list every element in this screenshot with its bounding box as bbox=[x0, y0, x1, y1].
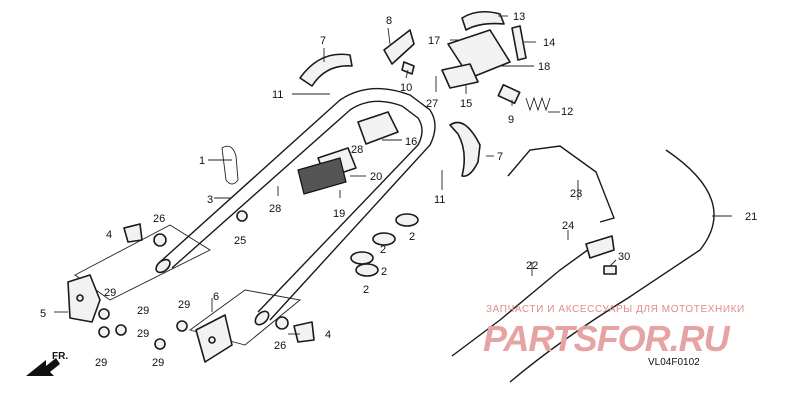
washers bbox=[350, 213, 419, 277]
switch-assembly bbox=[441, 10, 527, 89]
cable-clip bbox=[585, 235, 615, 259]
clamp-lower bbox=[297, 157, 347, 195]
watermark-text: ЗАПЧАСТИ И АКСЕССУАРЫ ДЛЯ МОТОТЕХНИКИ bbox=[486, 304, 745, 315]
callout-29: 29 bbox=[178, 299, 190, 311]
control-rod bbox=[507, 145, 615, 223]
callout-10: 10 bbox=[400, 82, 412, 94]
callout-29: 29 bbox=[137, 328, 149, 340]
callout-18: 18 bbox=[538, 61, 550, 73]
callout-16: 16 bbox=[405, 136, 417, 148]
throttle-cable bbox=[509, 149, 715, 383]
callout-11: 11 bbox=[272, 89, 283, 101]
callout-25: 25 bbox=[234, 235, 246, 247]
leader-lines bbox=[54, 15, 732, 335]
lever-block bbox=[383, 29, 415, 65]
callout-2: 2 bbox=[409, 231, 415, 243]
brand-watermark: PARTSFOR.RU bbox=[483, 318, 730, 359]
callout-12: 12 bbox=[561, 106, 573, 118]
pin bbox=[221, 145, 239, 185]
callout-2: 2 bbox=[381, 266, 387, 278]
front-direction-label: FR. bbox=[52, 351, 69, 362]
brake-cable bbox=[451, 243, 597, 357]
lower-handle-left bbox=[67, 224, 211, 323]
callout-29: 29 bbox=[104, 287, 116, 299]
callout-8: 8 bbox=[386, 15, 392, 27]
callout-29: 29 bbox=[95, 357, 107, 369]
upper-handle bbox=[155, 87, 436, 326]
callout-15: 15 bbox=[460, 98, 472, 110]
callout-22: 22 bbox=[526, 260, 538, 272]
callout-6: 6 bbox=[213, 291, 219, 303]
callout-19: 19 bbox=[333, 208, 345, 220]
callout-14: 14 bbox=[543, 37, 555, 49]
spring bbox=[497, 83, 551, 112]
callout-7: 7 bbox=[497, 151, 503, 163]
callout-27: 27 bbox=[426, 98, 438, 110]
callout-5: 5 bbox=[40, 308, 46, 320]
bolt-30 bbox=[603, 265, 617, 275]
cable-guide bbox=[357, 111, 399, 145]
nuts bbox=[98, 210, 289, 350]
callout-23: 23 bbox=[570, 188, 582, 200]
grip-left bbox=[299, 53, 353, 87]
callout-24: 24 bbox=[562, 220, 574, 232]
callout-3: 3 bbox=[207, 194, 213, 206]
callout-21: 21 bbox=[745, 211, 757, 223]
callout-7: 7 bbox=[320, 35, 326, 47]
callout-4: 4 bbox=[325, 329, 331, 341]
callout-26: 26 bbox=[274, 340, 286, 352]
callout-1: 1 bbox=[199, 155, 205, 167]
lower-handle-right bbox=[188, 289, 302, 363]
callout-20: 20 bbox=[370, 171, 382, 183]
wing-bolt-right bbox=[293, 321, 315, 343]
front-direction-arrow-icon bbox=[26, 358, 60, 376]
callout-28: 28 bbox=[351, 144, 363, 156]
callout-4: 4 bbox=[106, 229, 112, 241]
callout-26: 26 bbox=[153, 213, 165, 225]
grip-right bbox=[449, 121, 481, 178]
callout-13: 13 bbox=[513, 11, 525, 23]
callouts: 1 2 2 2 2 3 4 4 5 6 7 7 8 9 10 11 11 12 … bbox=[40, 11, 757, 369]
callout-28: 28 bbox=[269, 203, 281, 215]
callout-30: 30 bbox=[618, 251, 630, 263]
callout-29: 29 bbox=[152, 357, 164, 369]
callout-9: 9 bbox=[508, 114, 514, 126]
callout-2: 2 bbox=[363, 284, 369, 296]
callout-2: 2 bbox=[380, 244, 386, 256]
callout-11: 11 bbox=[434, 194, 445, 206]
callout-29: 29 bbox=[137, 305, 149, 317]
wing-bolt-left bbox=[123, 223, 143, 243]
callout-17: 17 bbox=[428, 35, 440, 47]
diagram-code: VL04F0102 bbox=[648, 357, 700, 368]
